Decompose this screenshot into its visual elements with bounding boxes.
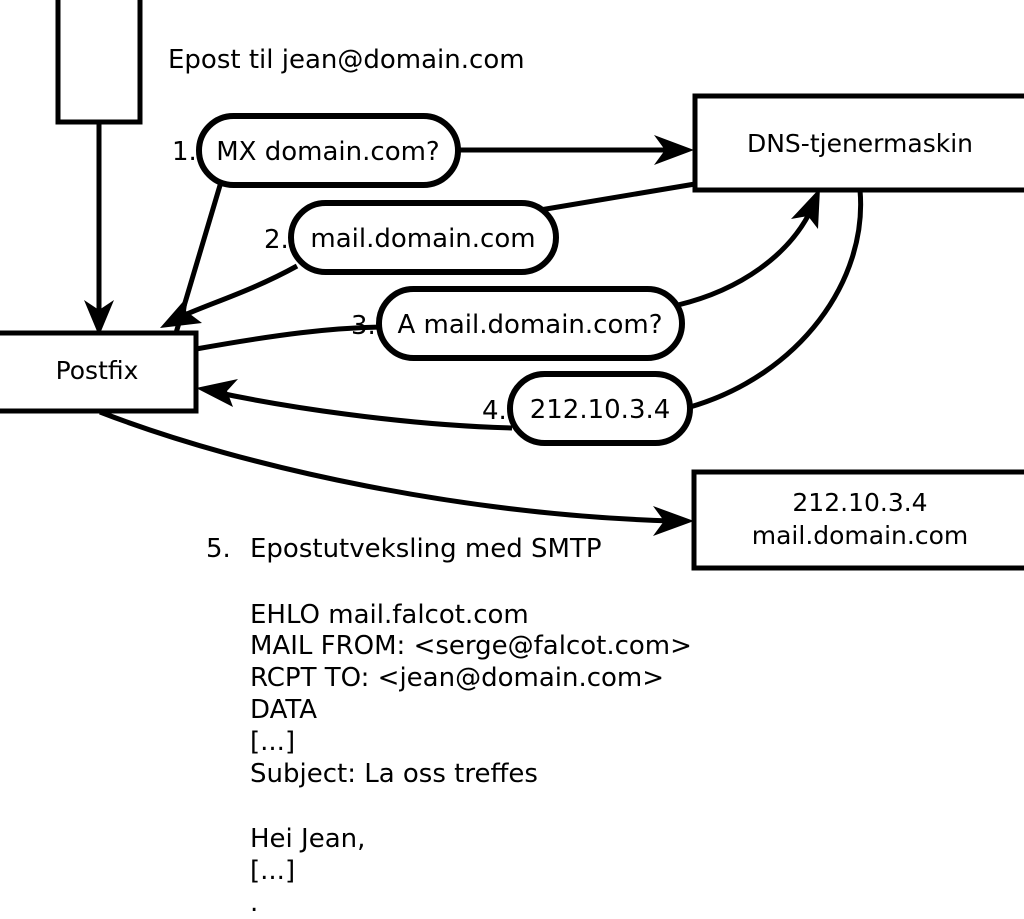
node-client-box: [55, 0, 143, 125]
step-4-number: 4.: [482, 396, 507, 426]
step-3-number: 3.: [351, 311, 376, 341]
smtp-line-3: DATA: [250, 695, 317, 725]
step-3-bubble: [376, 286, 685, 361]
edge-postfix-to-step3: [195, 324, 382, 352]
edge-step1-to-dns: [458, 135, 694, 165]
step-2-bubble-label: mail.domain.com: [310, 224, 535, 254]
edge-client-to-postfix: [84, 122, 114, 336]
step-4-bubble-label: 212.10.3.4: [530, 395, 671, 425]
edge-step3-to-dns: [677, 188, 820, 308]
node-postfix-box: Postfix: [0, 330, 199, 414]
step-1-bubble: [196, 113, 461, 188]
edge-dns-to-step2: [539, 181, 696, 213]
step-1-number: 1.: [172, 137, 197, 167]
diagram-caption: Epost til jean@domain.com: [168, 45, 525, 75]
node-postfix-label: Postfix: [56, 356, 139, 385]
step-2-bubble: [288, 200, 559, 275]
smtp-transcript: EHLO mail.falcot.com MAIL FROM: <serge@f…: [250, 600, 692, 918]
smtp-line-2: RCPT TO: <jean@domain.com>: [250, 663, 664, 693]
node-mailserver-host: mail.domain.com: [752, 521, 968, 550]
step-1: 1. MX domain.com?: [172, 113, 461, 188]
step-2-number: 2.: [264, 225, 289, 255]
edge-dns-to-step4: [689, 189, 864, 410]
node-mailserver-box: 212.10.3.4 mail.domain.com: [691, 469, 1024, 571]
step-1-bubble-label: MX domain.com?: [216, 137, 439, 167]
step-3-bubble-label: A mail.domain.com?: [398, 310, 663, 340]
step-5: 5. Epostutveksling med SMTP: [206, 534, 602, 564]
step-5-label: Epostutveksling med SMTP: [250, 534, 602, 564]
smtp-line-9: .: [250, 888, 258, 918]
step-2: 2. mail.domain.com: [264, 200, 559, 275]
smtp-line-8: [...]: [250, 856, 295, 886]
edge-step2-to-postfix: [160, 263, 299, 328]
edge-step4-to-postfix: [196, 379, 513, 431]
smtp-line-5: Subject: La oss treffes: [250, 759, 538, 789]
smtp-line-7: Hei Jean,: [250, 824, 365, 854]
node-dns-label: DNS-tjenermaskin: [747, 129, 973, 158]
smtp-line-1: MAIL FROM: <serge@falcot.com>: [250, 631, 692, 661]
node-mailserver-ip: 212.10.3.4: [792, 488, 927, 517]
edge-postfix-to-mailserver: [99, 409, 694, 536]
smtp-line-4: [...]: [250, 727, 295, 757]
step-4-bubble: [507, 371, 693, 446]
smtp-line-0: EHLO mail.falcot.com: [250, 600, 529, 630]
step-5-number: 5.: [206, 534, 231, 564]
node-dns-box: DNS-tjenermaskin: [692, 93, 1024, 193]
step-3: 3. A mail.domain.com?: [351, 286, 685, 361]
step-4: 4. 212.10.3.4: [482, 371, 693, 446]
